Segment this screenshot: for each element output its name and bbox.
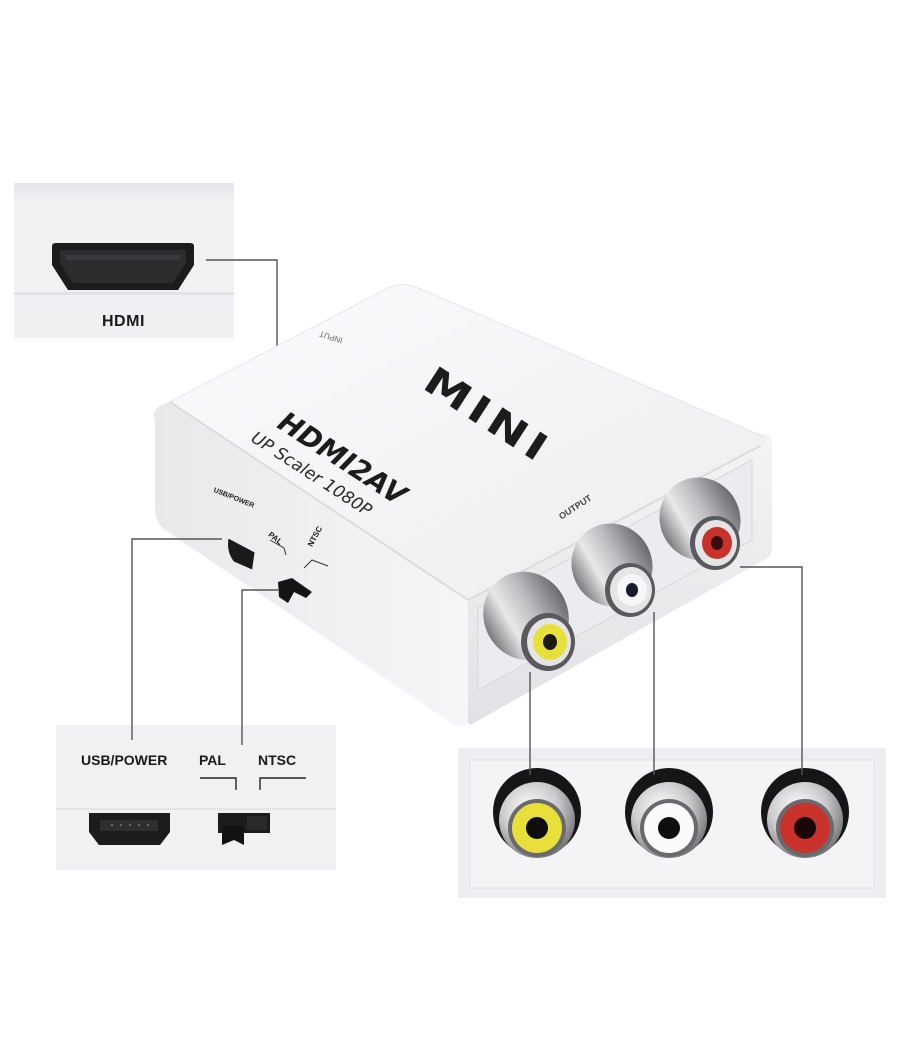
rca-jack-white (625, 768, 713, 858)
rca-jack-red (761, 768, 849, 858)
device-rca-white (571, 523, 655, 617)
red-callout-line (740, 566, 803, 775)
hdmi-port-label: HDMI (102, 313, 145, 330)
usb-power-port-label: USB/POWER (81, 752, 168, 768)
rca-jack-yellow (493, 768, 581, 858)
usb-callout-line (131, 538, 222, 740)
hdmi-callout-line (206, 259, 278, 348)
device-rca-red (659, 477, 741, 570)
pal-switch-label: PAL (199, 752, 226, 768)
power-callout-panel (56, 725, 336, 870)
device-rca-yellow (483, 571, 575, 671)
ntsc-switch-label: NTSC (258, 752, 297, 768)
converter-device (153, 284, 772, 727)
hdmi-callout-panel (14, 183, 234, 338)
switch-callout-line (241, 589, 278, 745)
